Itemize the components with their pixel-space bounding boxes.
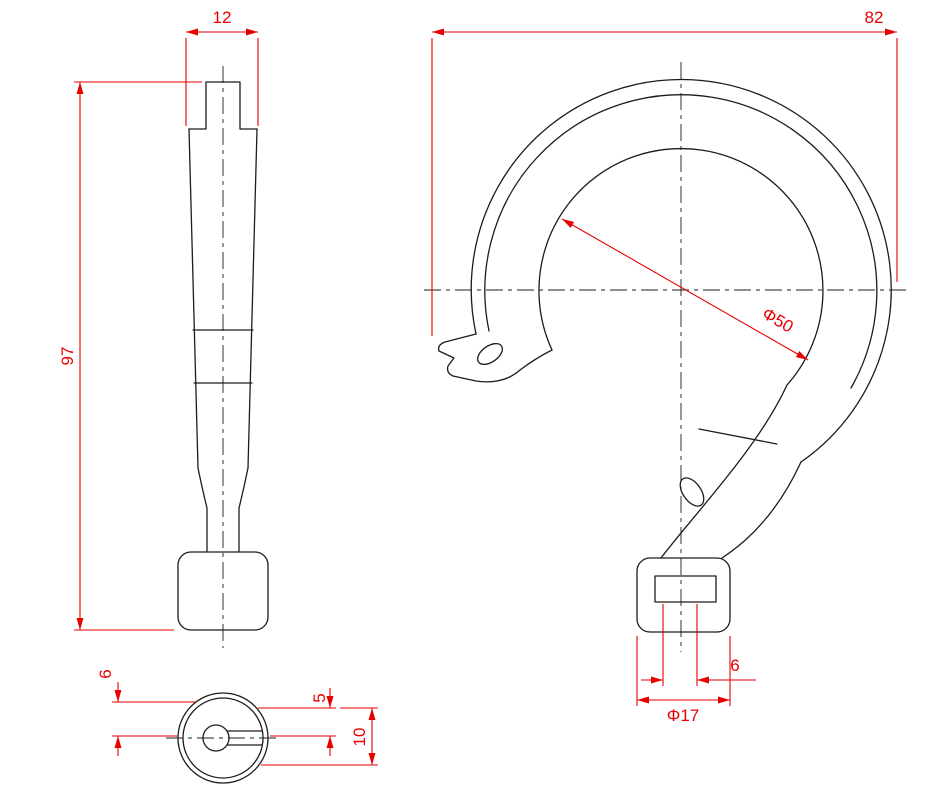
hook-tip-flange	[437, 333, 553, 383]
side-neck-edges	[197, 467, 249, 553]
bottom-keyhole-circle	[202, 724, 230, 752]
tip-slot-hole	[476, 342, 504, 366]
dimension-front-width: 82	[431, 8, 898, 336]
dim-inner-diameter-label: Φ50	[759, 304, 797, 337]
dim-inner-diameter-arrow	[561, 218, 809, 361]
dim-knob-diameter-label: Φ17	[667, 706, 699, 725]
bottom-keyhole-slot	[226, 730, 263, 746]
bottom-outer-circle	[177, 692, 269, 784]
stem-edges	[660, 384, 802, 559]
stem-joint-line	[698, 428, 778, 445]
stem-slot-hole	[679, 477, 705, 507]
dim-bottom-slot-extension-lines	[258, 707, 336, 737]
dim-front-width-extension-lines	[431, 38, 898, 336]
dim-bottom-offset-label: 6	[96, 669, 115, 678]
front-knob-inner-rect	[654, 575, 717, 603]
dim-side-width-label: 12	[213, 8, 232, 27]
dim-bottom-offset-extension-lines	[112, 701, 196, 737]
front-knob	[636, 557, 731, 633]
dimension-knob-diameter: Φ17	[636, 636, 731, 725]
bottom-inner-circle	[182, 697, 264, 779]
dimension-side-height: 97	[58, 81, 202, 631]
dimension-bottom-offset: 6	[96, 669, 196, 756]
dimension-bottom-slot-offset: 5	[258, 688, 336, 756]
centerlines	[166, 62, 908, 739]
side-knob	[177, 551, 269, 631]
side-body-edges	[188, 128, 258, 469]
dim-bottom-depth-label: 10	[350, 728, 369, 747]
hook-outer-arc	[470, 78, 892, 463]
front-view	[437, 78, 892, 633]
dim-knob-diameter-extension-lines	[636, 636, 731, 706]
dim-side-height-label: 97	[58, 347, 77, 366]
dimension-side-width: 12	[185, 8, 259, 126]
side-band-detail	[192, 329, 254, 384]
dimension-inner-diameter: Φ50	[561, 218, 809, 361]
dim-knob-slot-extension-lines	[662, 604, 698, 686]
dimension-knob-slot-width: 6	[641, 604, 756, 686]
side-tip-outline	[188, 81, 258, 130]
dim-knob-slot-label: 6	[730, 656, 739, 675]
dim-side-height-extension-lines	[74, 81, 202, 631]
hook-inner-arc	[538, 147, 824, 386]
side-view	[177, 81, 269, 631]
bottom-view	[177, 692, 269, 784]
dim-front-width-label: 82	[865, 8, 884, 27]
dimension-bottom-depth: 10	[261, 707, 378, 766]
hook-parting-arc	[484, 94, 878, 389]
dim-bottom-slot-label: 5	[310, 693, 329, 702]
